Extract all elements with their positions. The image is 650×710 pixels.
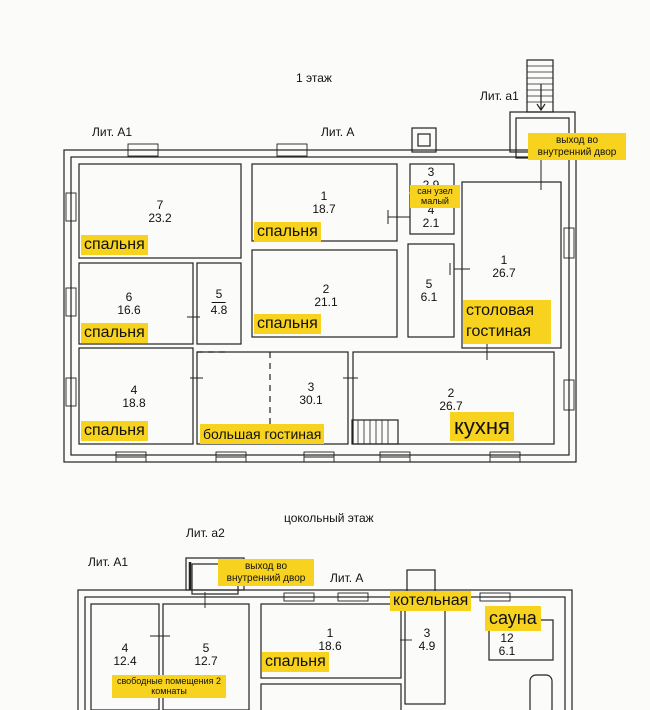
floor1-bedroom-1-label: спальня (254, 222, 321, 243)
floor1-bedroom-2-label: спальня (254, 314, 321, 335)
floor1-room-7 (78, 163, 242, 259)
basement-bedroom-label: спальня (262, 652, 329, 673)
basement-exit-label: выход во внутренний двор (218, 559, 314, 586)
floor1-room-6 (78, 262, 194, 345)
basement-room-5 (162, 603, 250, 710)
basement-outer-wall (77, 589, 573, 710)
floor1-living-label: большая гостиная (200, 424, 325, 445)
floor1-lit-a: Лит. А (321, 125, 355, 139)
floor1-room-2b (352, 351, 555, 445)
floor1-lit-a1-right: Лит. а1 (480, 89, 519, 103)
basement-lit-a: Лит. А (330, 571, 364, 585)
floor1-kitchen-label: кухня (450, 412, 514, 442)
floor1-wc-label: сан узел малый (410, 185, 460, 208)
basement-inner-wall (84, 596, 566, 710)
floor1-bedroom-7-label: спальня (81, 235, 148, 256)
basement-sauna-label: сауна (485, 606, 541, 631)
floor1-bedroom-6-label: спальня (81, 323, 148, 344)
floor1-room-5a (196, 262, 242, 345)
floor1-exit-label: выход во внутренний двор (528, 133, 626, 160)
basement-free-rooms-label: свободные помещения 2 комнаты (112, 675, 226, 698)
floor1-room-4 (78, 347, 194, 445)
basement-room-4 (90, 603, 160, 710)
floor1-room-1a (251, 163, 398, 242)
basement-title: цокольный этаж (284, 511, 374, 525)
floor1-room-2a (251, 249, 398, 338)
floor1-room-1b (461, 181, 562, 349)
floor1-lit-a1-left: Лит. А1 (92, 125, 133, 139)
basement-lit-a2: Лит. а2 (186, 526, 225, 540)
basement-room-lower (260, 683, 402, 710)
floor1-bedroom-4-label: спальня (81, 421, 148, 442)
floor1-inner-stair (351, 419, 399, 445)
basement-boiler-label: котельная (390, 591, 472, 612)
floor1-room-5b (407, 243, 455, 338)
floor1-chimney (411, 127, 437, 153)
floor1-external-stair (526, 59, 554, 113)
basement-chimney (406, 569, 436, 593)
basement-bath (529, 674, 553, 710)
basement-room-1 (260, 603, 402, 679)
basement-lit-a1: Лит. А1 (88, 555, 129, 569)
floor1-title: 1 этаж (296, 71, 332, 85)
basement-room-3 (404, 603, 446, 705)
floor1-dining-label: столовая гостиная (463, 300, 551, 344)
